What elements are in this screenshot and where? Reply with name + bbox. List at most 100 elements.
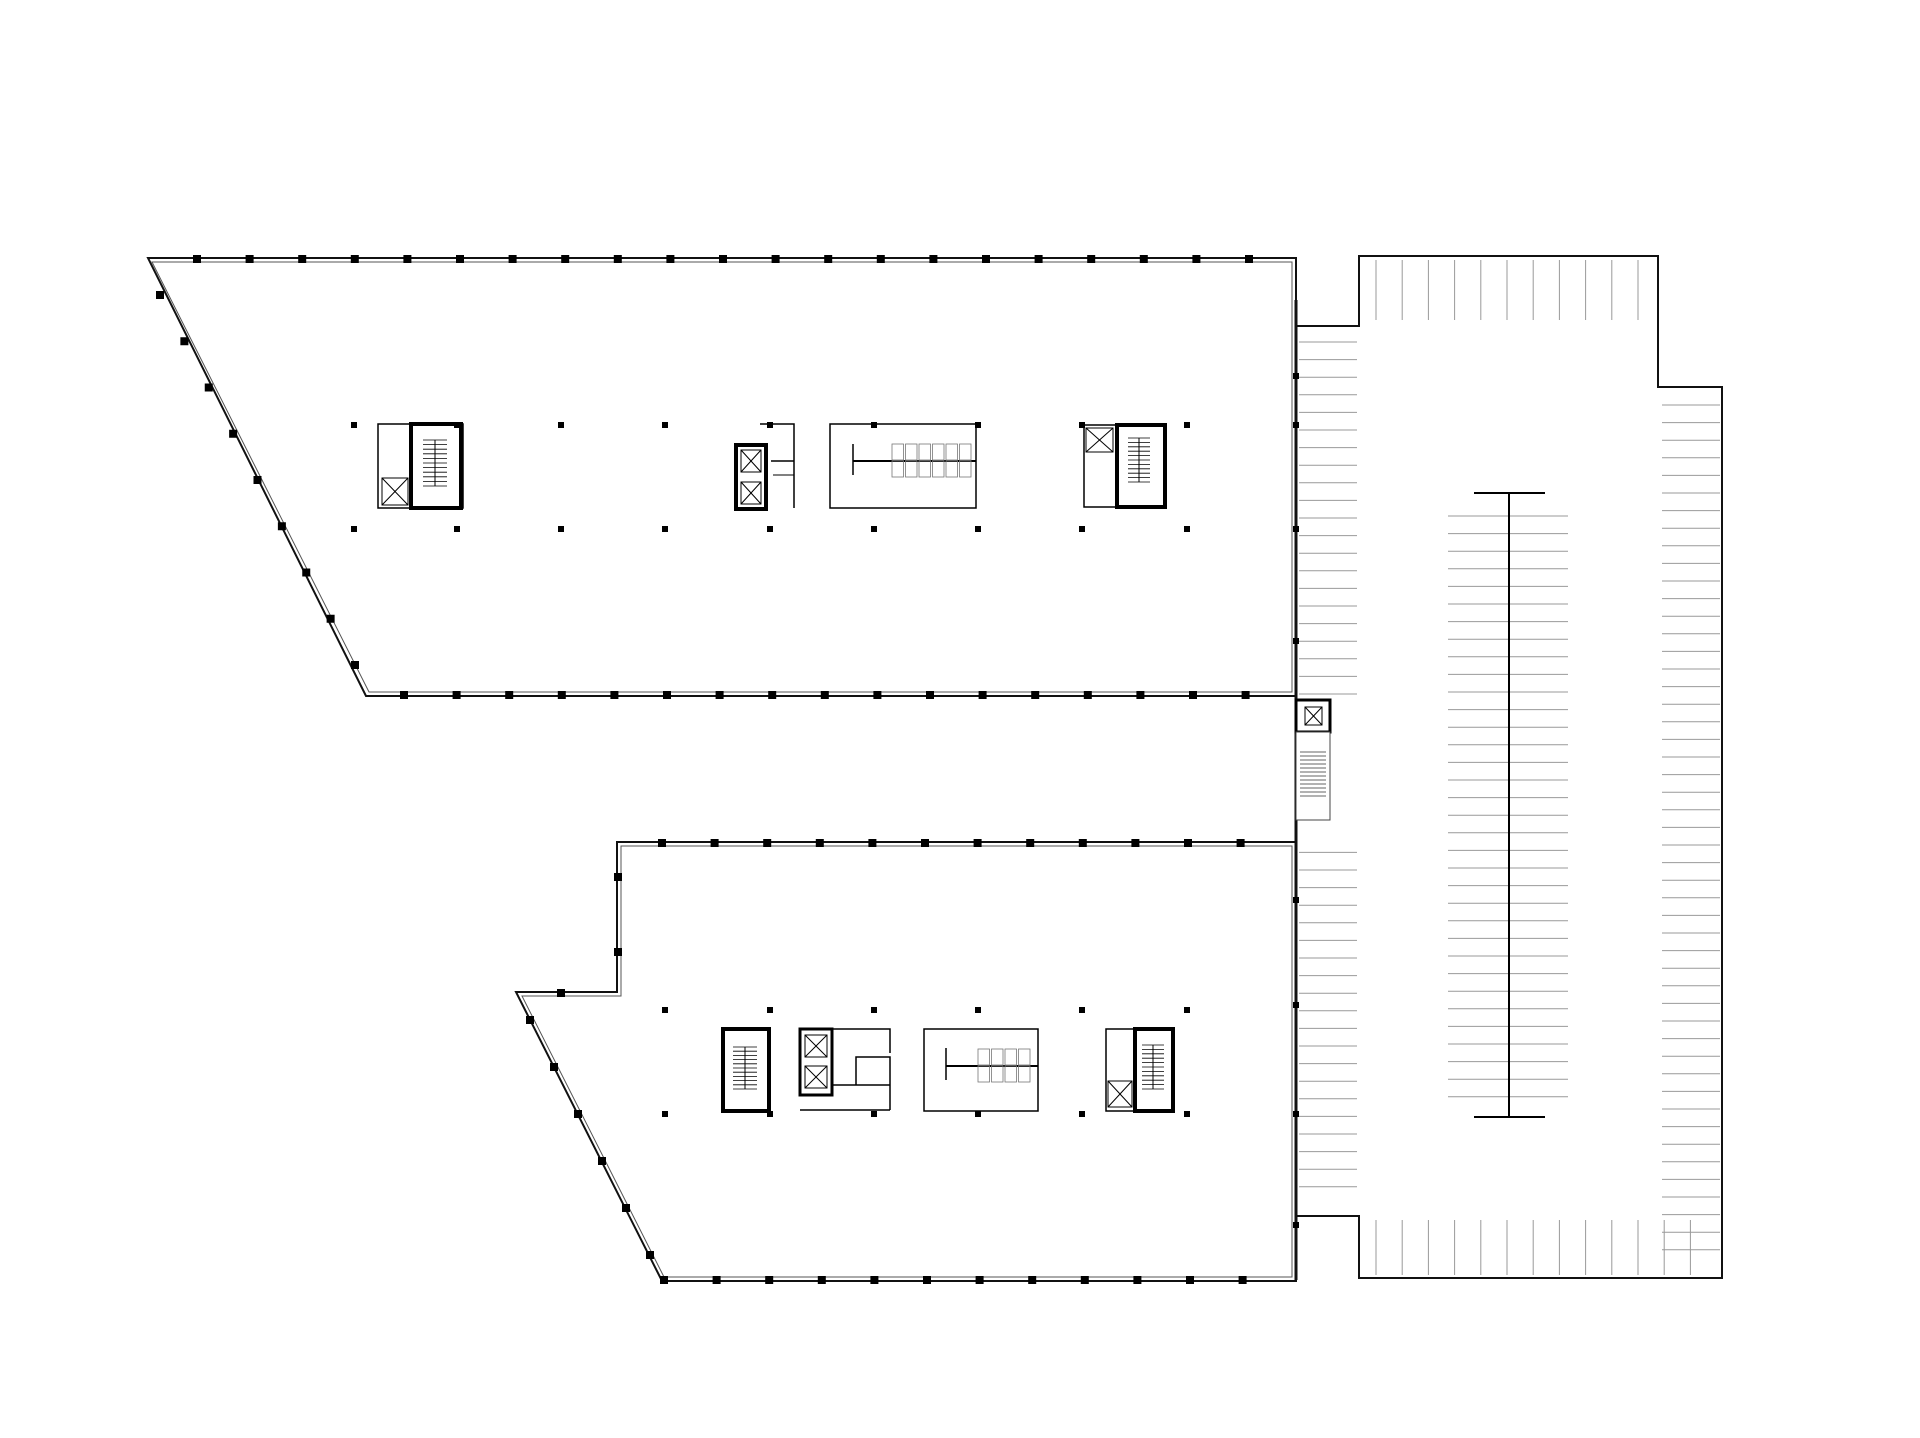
column	[646, 1251, 654, 1259]
column	[763, 839, 772, 847]
column	[975, 526, 981, 532]
column	[298, 255, 307, 263]
column	[975, 422, 981, 428]
column	[876, 255, 885, 263]
column	[1184, 526, 1190, 532]
column	[180, 337, 189, 346]
column	[454, 422, 460, 428]
column	[1293, 638, 1299, 644]
column	[326, 614, 335, 623]
column	[557, 691, 566, 699]
column	[558, 422, 564, 428]
wc-stall	[959, 443, 972, 461]
column	[204, 383, 213, 392]
column	[1087, 255, 1096, 263]
column	[613, 255, 622, 263]
lower-core-elevator	[798, 1027, 891, 1111]
column	[815, 839, 824, 847]
column	[302, 568, 311, 577]
wc-stall	[905, 460, 918, 478]
column	[710, 839, 719, 847]
column	[973, 839, 982, 847]
wc-stall	[945, 460, 958, 478]
column	[1131, 839, 1140, 847]
column	[550, 1063, 558, 1071]
lower-wing	[514, 839, 1297, 1284]
column	[452, 691, 461, 699]
column	[771, 255, 780, 263]
column	[614, 873, 622, 881]
wc-stall	[918, 460, 931, 478]
column	[1293, 1002, 1299, 1008]
column	[1031, 691, 1040, 699]
column	[1026, 839, 1035, 847]
wc-stall	[932, 460, 945, 478]
column	[622, 1204, 630, 1212]
column	[978, 691, 987, 699]
column	[666, 255, 675, 263]
column	[1293, 897, 1299, 903]
column	[598, 1157, 606, 1165]
column	[820, 691, 829, 699]
column	[508, 255, 517, 263]
parking-garage	[1293, 255, 1723, 1280]
wc-stall	[1018, 1048, 1031, 1066]
column	[1133, 1276, 1142, 1284]
column	[871, 422, 877, 428]
wc-stall	[1018, 1065, 1031, 1083]
column	[505, 691, 514, 699]
upper-core-stair-west	[377, 422, 464, 510]
column	[403, 255, 412, 263]
connector-core	[1294, 698, 1332, 821]
column	[351, 526, 357, 532]
column	[824, 255, 833, 263]
wc-stall	[991, 1048, 1004, 1066]
column	[610, 691, 619, 699]
column	[1079, 422, 1085, 428]
wc-stall	[991, 1065, 1004, 1083]
column	[870, 1276, 879, 1284]
column	[982, 255, 990, 263]
lower-core-stair-east	[1105, 1027, 1175, 1113]
column	[926, 691, 934, 699]
garage-perimeter-columns	[1293, 373, 1299, 1228]
wc-stall	[891, 460, 904, 478]
column	[663, 691, 671, 699]
column	[561, 255, 570, 263]
column	[1293, 526, 1299, 532]
column	[1079, 1111, 1085, 1117]
column	[975, 1276, 984, 1284]
column	[1293, 373, 1299, 379]
column	[1184, 1111, 1190, 1117]
column	[526, 1016, 534, 1024]
column	[253, 476, 262, 484]
column	[1293, 1222, 1299, 1228]
column	[719, 255, 727, 263]
column	[1034, 255, 1043, 263]
column	[1080, 1276, 1089, 1284]
wc-stall	[945, 443, 958, 461]
wc-stall	[905, 443, 918, 461]
column	[923, 1276, 931, 1284]
column	[662, 1007, 668, 1013]
lower-core-stair-west	[721, 1027, 771, 1113]
wc-stall	[1004, 1048, 1017, 1066]
column	[456, 255, 464, 263]
column	[1238, 1276, 1247, 1284]
column	[660, 1276, 668, 1284]
wc-stall	[977, 1065, 990, 1083]
column	[817, 1276, 826, 1284]
column	[662, 1111, 668, 1117]
column	[1293, 422, 1299, 428]
column	[193, 255, 201, 263]
column	[1184, 839, 1192, 847]
column	[871, 1111, 877, 1117]
column	[1078, 839, 1087, 847]
column	[350, 255, 359, 263]
column	[662, 526, 668, 532]
column	[873, 691, 882, 699]
column	[921, 839, 929, 847]
column	[1184, 1007, 1190, 1013]
column	[614, 948, 622, 956]
